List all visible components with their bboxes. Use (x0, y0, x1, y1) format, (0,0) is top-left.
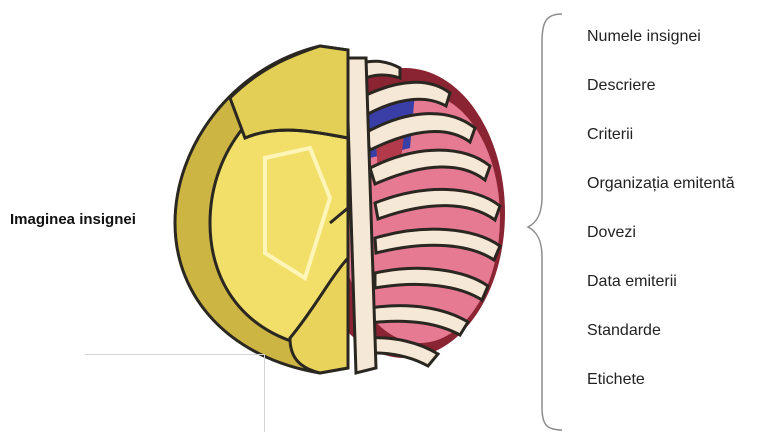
field-issuer: Organizația emitentă (587, 173, 735, 222)
field-description: Descriere (587, 75, 735, 124)
frame-line-vertical (264, 354, 265, 432)
field-evidence: Dovezi (587, 222, 735, 271)
field-tags: Etichete (587, 369, 735, 418)
shield-half (175, 46, 348, 373)
field-criteria: Criterii (587, 124, 735, 173)
field-badge-name: Numele insignei (587, 26, 735, 75)
curly-brace (524, 12, 564, 432)
badge-image-label: Imaginea insignei (10, 211, 136, 228)
badge-illustration (170, 38, 530, 388)
badge-metadata-list: Numele insignei Descriere Criterii Organ… (587, 26, 735, 418)
frame-line-horizontal (85, 354, 265, 355)
field-issue-date: Data emiterii (587, 271, 735, 320)
field-standards: Standarde (587, 320, 735, 369)
